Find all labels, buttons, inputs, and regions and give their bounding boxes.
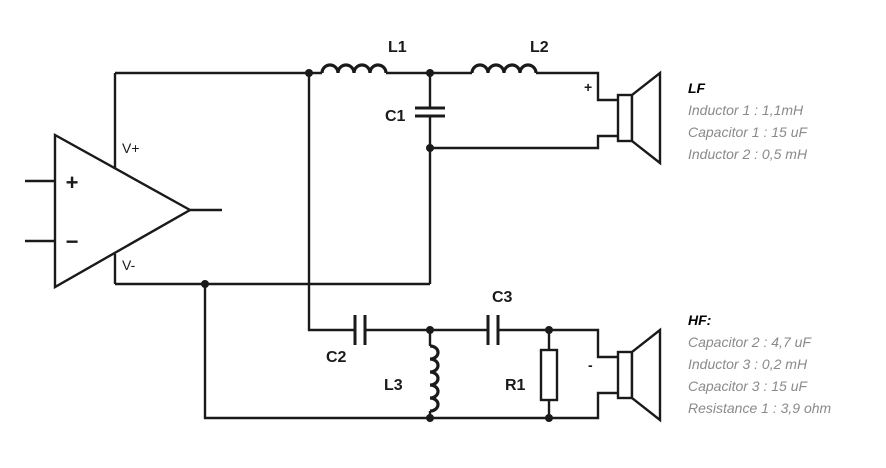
junction-dot [426,326,434,334]
junction-dot [545,326,553,334]
lf-note-line: Capacitor 1 : 15 uF [688,124,808,140]
l2-to-lf-speaker-wire [536,71,618,102]
hf-speaker-cone [630,327,662,423]
junction-dot [545,414,553,422]
vminus-label: V- [122,257,136,273]
lf-heading: LF [688,80,706,96]
hf-feed-wire [307,73,355,332]
inductor-l2 [470,63,538,74]
c3-label: C3 [492,289,513,306]
opamp: + − V+ V- [25,73,222,290]
l1-label: L1 [388,39,407,56]
lf-speaker-cone [630,70,662,166]
r1-label: R1 [505,377,526,394]
lf-speaker-magnet [616,93,634,143]
hf-ground-wire [203,284,618,420]
lf-branch: L1 L2 C1 + [115,39,662,288]
lf-note-line: Inductor 1 : 1,1mH [688,102,804,118]
lf-speaker-plus: + [584,79,592,95]
hf-notes: HF: Capacitor 2 : 4,7 uF Inductor 3 : 0,… [688,309,831,419]
inductor-l1 [320,63,388,74]
hf-speaker-feed-wire [549,328,618,359]
l3-label: L3 [384,377,403,394]
vplus-label: V+ [122,140,140,156]
hf-note-line: Resistance 1 : 3,9 ohm [688,400,832,416]
opamp-minus-sign: − [66,229,79,254]
hf-speaker-magnet [616,350,634,400]
hf-heading: HF: [688,312,712,328]
junction-dot [426,144,434,152]
junction-dot [426,69,434,77]
hf-note-line: Inductor 3 : 0,2 mH [688,356,808,372]
inductor-l3 [429,344,440,413]
hf-speaker-minus: - [588,357,593,373]
lf-note-line: Inductor 2 : 0,5 mH [688,146,808,162]
c2-label: C2 [326,349,347,366]
junction-dot [426,414,434,422]
hf-branch: C2 C3 L3 R1 - [203,73,662,423]
lf-speaker-return-wire [430,134,618,150]
l2-label: L2 [530,39,549,56]
c1-label: C1 [385,108,406,125]
opamp-plus-sign: + [66,170,79,195]
hf-note-line: Capacitor 2 : 4,7 uF [688,334,811,350]
opamp-triangle [53,132,193,290]
lf-notes: LF Inductor 1 : 1,1mH Capacitor 1 : 15 u… [688,77,807,165]
resistor-r1 [539,348,559,402]
hf-note-line: Capacitor 3 : 15 uF [688,378,808,394]
